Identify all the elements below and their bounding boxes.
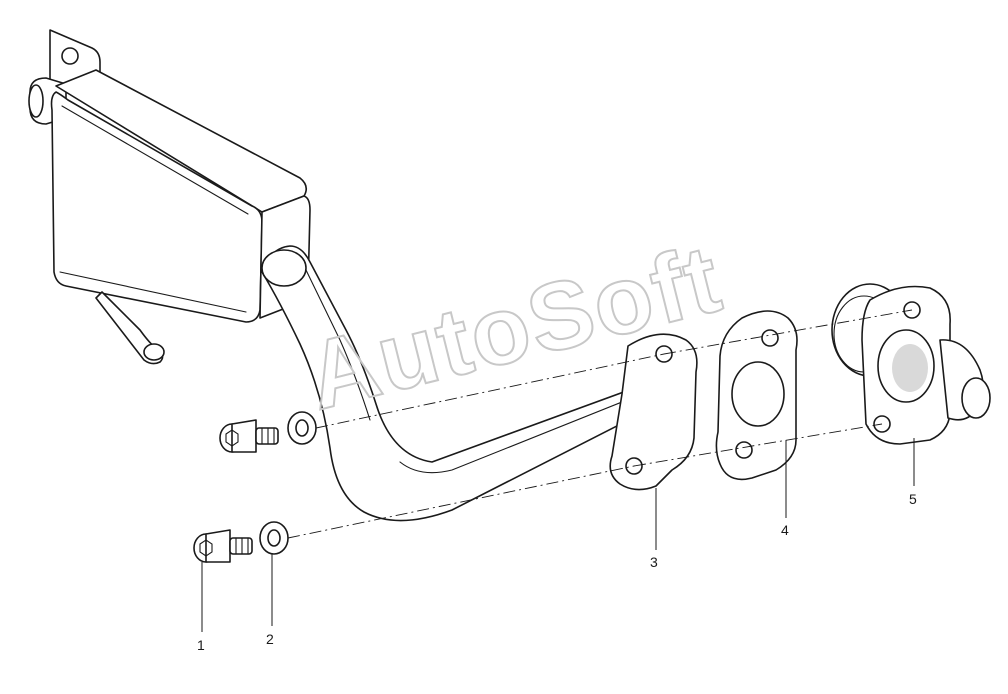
callout-4: 4 (781, 522, 789, 538)
callout-2: 2 (266, 631, 274, 647)
leader-lines (201, 438, 915, 632)
callout-labels: 1 2 3 4 5 (197, 491, 917, 653)
callout-5: 5 (909, 491, 917, 507)
gasket (715, 310, 798, 481)
outlet-fitting (831, 283, 991, 445)
washer-lower (259, 521, 289, 555)
callout-1: 1 (197, 637, 205, 653)
bolt-upper (219, 419, 279, 453)
reservoir-tank (28, 29, 311, 365)
alignment-lines (287, 309, 913, 539)
callout-3: 3 (650, 554, 658, 570)
bolt-lower (193, 529, 253, 563)
washer-upper (287, 411, 317, 445)
